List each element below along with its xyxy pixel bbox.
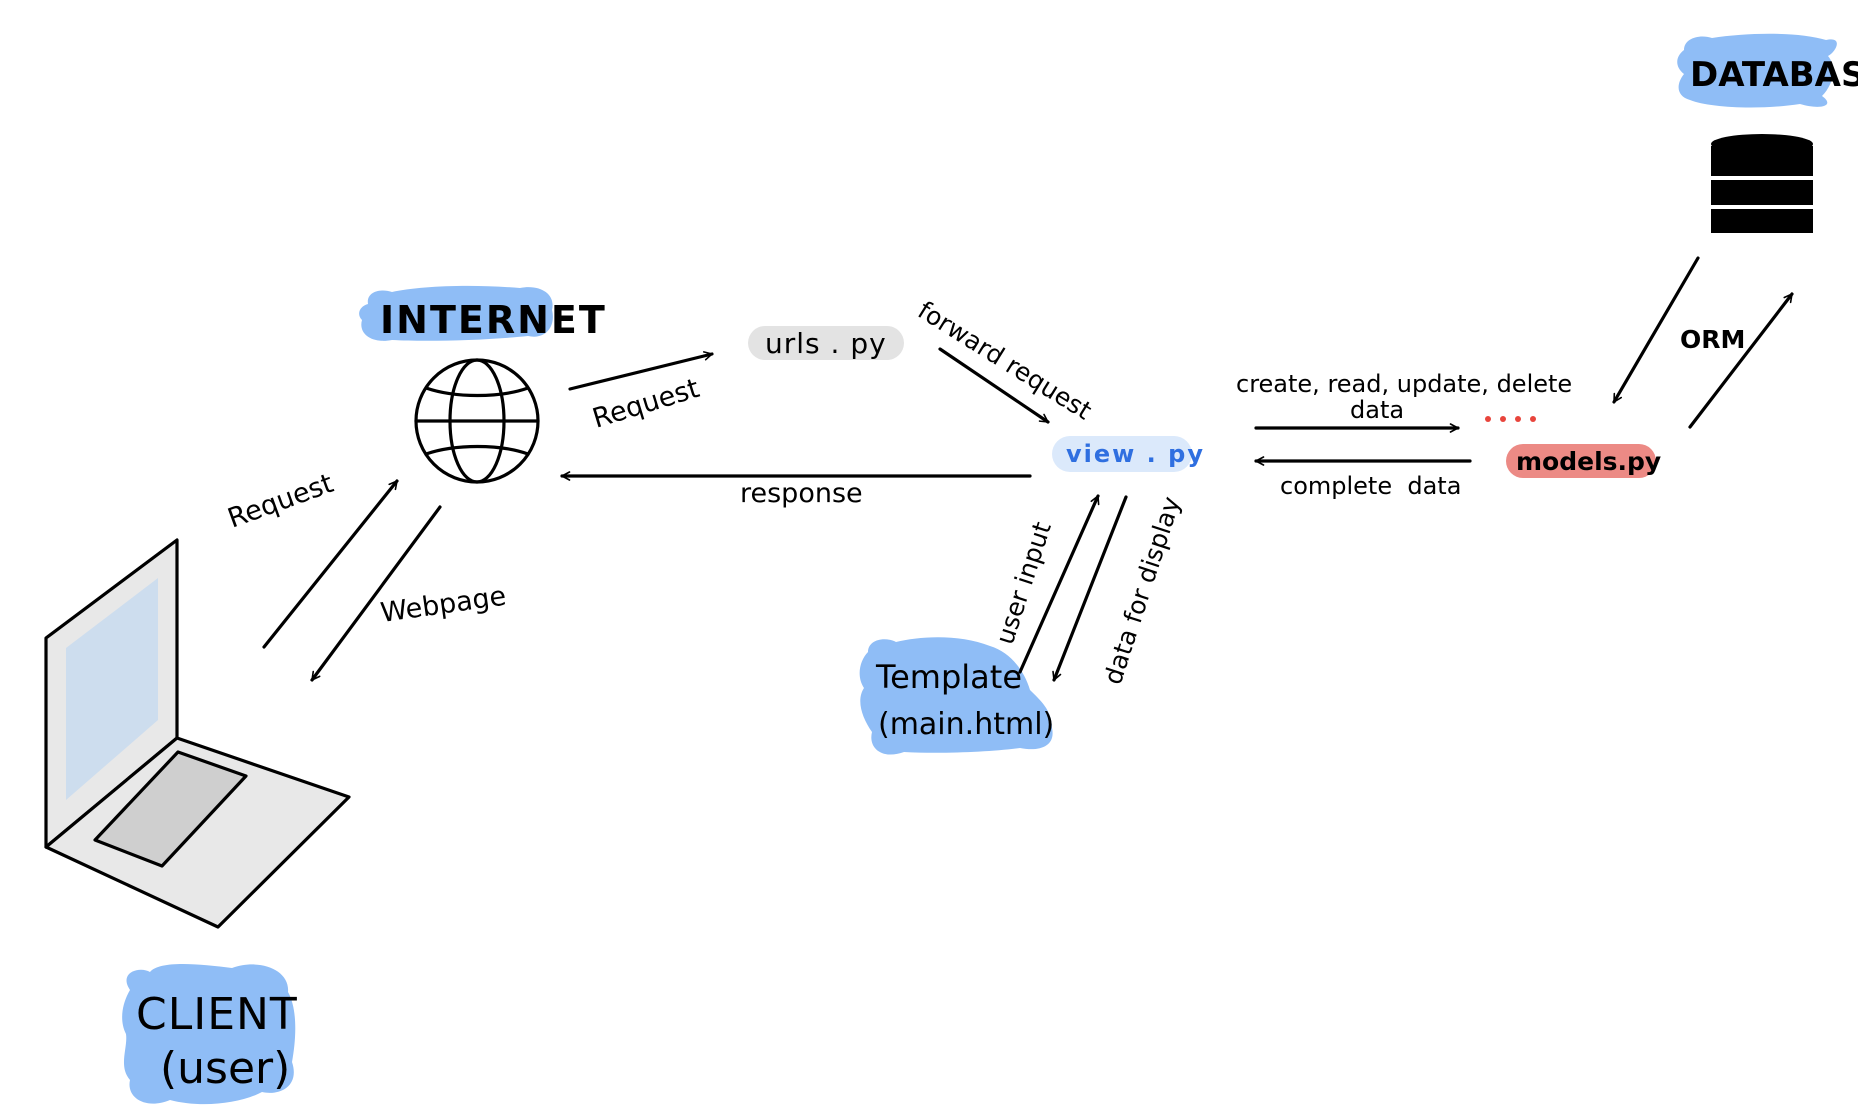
database-node: DATABASE — [1677, 33, 1858, 233]
arrow-template-to-view — [1018, 494, 1100, 674]
urls-label: urls . py — [765, 327, 887, 360]
database-label: DATABASE — [1690, 55, 1858, 95]
label-data-for-display: data for display — [1098, 493, 1186, 688]
arrow-urls-to-view — [938, 347, 1050, 424]
arrow-internet-to-urls — [568, 351, 714, 391]
arrow-database-to-models — [1612, 256, 1700, 404]
template-label: Template — [875, 658, 1022, 696]
client-label: CLIENT — [136, 989, 298, 1040]
ellipsis-dots — [1485, 416, 1536, 422]
arrow-internet-to-client — [310, 505, 442, 682]
client-highlight — [122, 964, 296, 1105]
client-node: CLIENT (user) — [44, 538, 351, 1105]
database-icon — [1711, 134, 1813, 233]
label-client-request: Request — [224, 468, 338, 535]
label-webpage: Webpage — [379, 581, 508, 629]
internet-highlight — [359, 285, 553, 341]
arrow-view-to-template — [1052, 495, 1128, 682]
arrow-models-to-database — [1688, 292, 1794, 429]
models-node: models.py — [1506, 444, 1661, 478]
laptop-base — [44, 736, 351, 929]
internet-node: INTERNET — [359, 285, 607, 484]
view-pill — [1052, 436, 1192, 472]
models-label: models.py — [1516, 447, 1661, 476]
label-forward-request: forward request — [913, 295, 1097, 425]
view-label: view . py — [1066, 440, 1205, 468]
laptop-icon — [44, 538, 351, 929]
label-crud: create, read, update, delete — [1236, 370, 1572, 398]
urls-pill — [748, 326, 904, 360]
laptop-trackpad — [93, 750, 248, 868]
label-internet-request: Request — [589, 373, 703, 435]
view-node: view . py — [1052, 436, 1205, 472]
template-node: Template (main.html) — [859, 637, 1054, 755]
internet-label: INTERNET — [380, 298, 607, 342]
label-complete-data: complete data — [1280, 472, 1461, 500]
client-user-label: (user) — [160, 1043, 290, 1094]
globe-icon — [414, 358, 540, 484]
label-orm: ORM — [1680, 325, 1745, 354]
label-response: response — [740, 478, 863, 509]
models-pill — [1506, 444, 1656, 478]
laptop-screen — [66, 578, 158, 800]
urls-node: urls . py — [748, 326, 904, 360]
database-highlight — [1677, 33, 1837, 108]
arrow-client-to-internet — [262, 479, 399, 649]
label-user-input: user input — [990, 518, 1057, 648]
template-highlight — [859, 637, 1053, 755]
template-file-label: (main.html) — [878, 707, 1054, 742]
label-crud-data: data — [1350, 396, 1404, 424]
